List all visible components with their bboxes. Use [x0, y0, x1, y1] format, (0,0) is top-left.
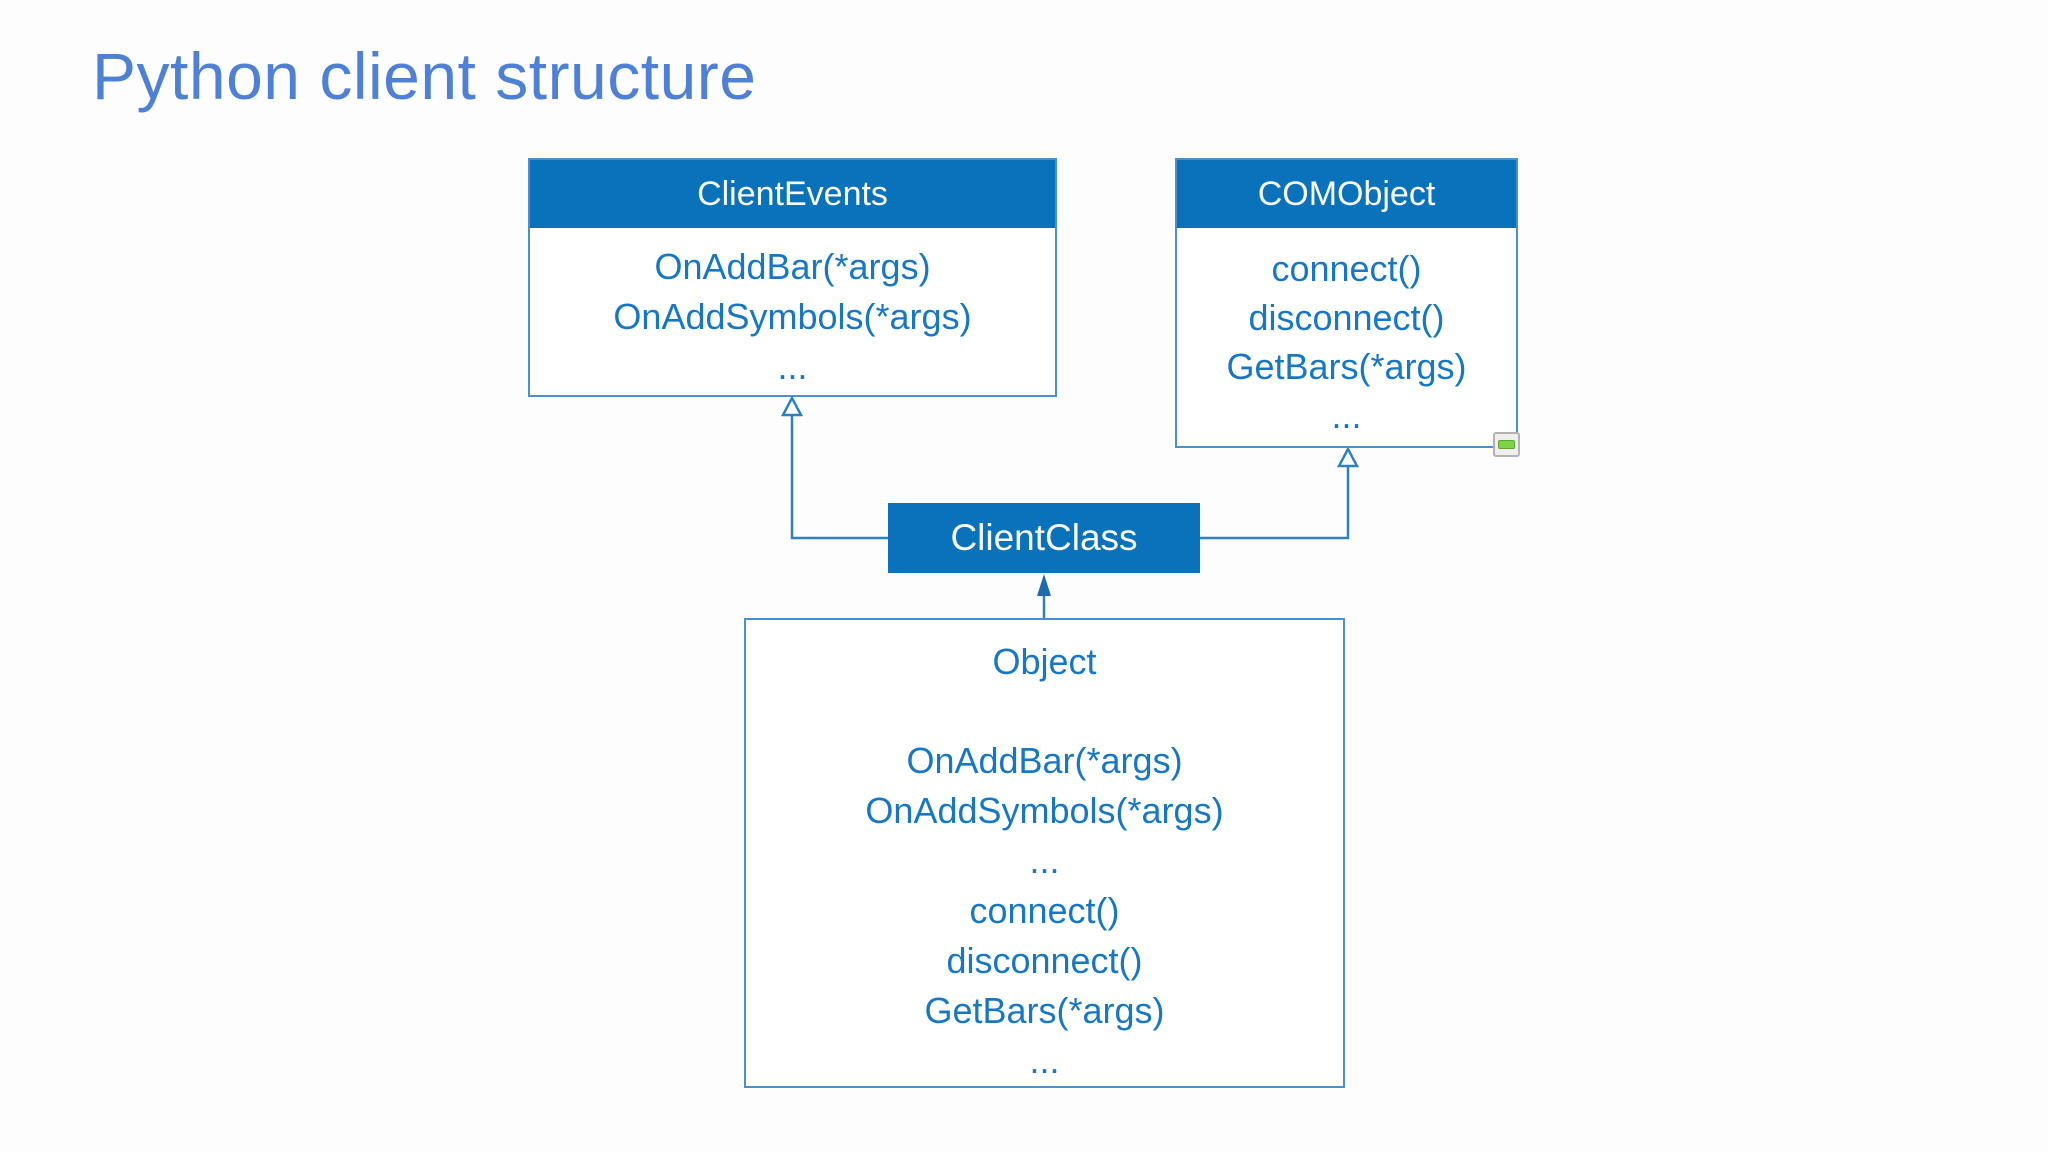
ellipsis-label: ... [1029, 1040, 1060, 1081]
method-label: OnAddSymbols(*args) [613, 296, 972, 337]
class-box-object: Object OnAddBar(*args) OnAddSymbols(*arg… [744, 618, 1345, 1088]
method-label: disconnect() [1248, 297, 1445, 338]
class-header-client-events: ClientEvents [530, 160, 1055, 228]
method-label: GetBars(*args) [924, 990, 1165, 1031]
method-label: OnAddBar(*args) [654, 246, 931, 287]
ellipsis-label: ... [1331, 395, 1362, 436]
method-label: OnAddBar(*args) [906, 740, 1183, 781]
class-header-object: Object [992, 641, 1097, 682]
class-box-client-events: ClientEvents OnAddBar(*args) OnAddSymbol… [528, 158, 1057, 397]
method-label: GetBars(*args) [1226, 346, 1467, 387]
method-label: OnAddSymbols(*args) [865, 790, 1224, 831]
class-body-object: Object OnAddBar(*args) OnAddSymbols(*arg… [746, 620, 1343, 1086]
page-title: Python client structure [92, 39, 757, 113]
method-label: disconnect() [946, 940, 1143, 981]
method-label: connect() [1271, 248, 1422, 289]
ellipsis-label: ... [777, 346, 808, 387]
spacer [746, 688, 1343, 736]
collapse-icon[interactable] [1493, 432, 1520, 457]
ellipsis-label: ... [1029, 840, 1060, 881]
collapse-icon-bar [1498, 440, 1515, 449]
class-header-com-object: COMObject [1177, 160, 1516, 228]
method-label: connect() [969, 890, 1120, 931]
class-box-client-class: ClientClass [888, 503, 1200, 573]
class-methods-com-object: connect() disconnect() GetBars(*args) ..… [1177, 228, 1516, 440]
class-box-com-object: COMObject connect() disconnect() GetBars… [1175, 158, 1518, 448]
class-methods-client-events: OnAddBar(*args) OnAddSymbols(*args) ... [530, 228, 1055, 392]
